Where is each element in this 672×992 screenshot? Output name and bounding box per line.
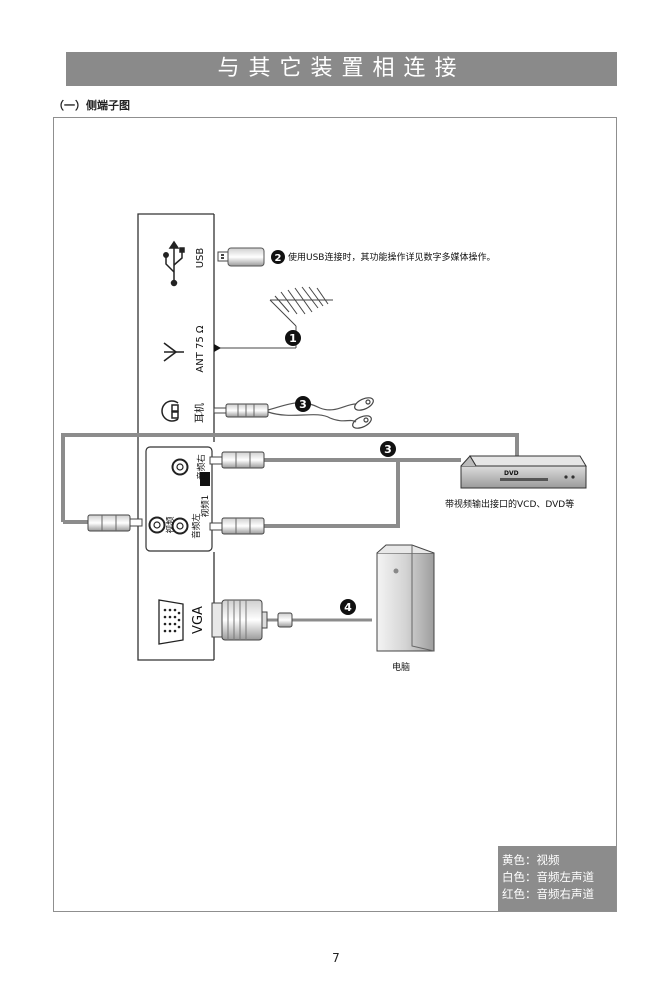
svg-text:3: 3: [299, 398, 307, 411]
callout-1: 1: [285, 330, 301, 346]
earphone-buds: [352, 397, 374, 429]
callout-3-av: 3: [380, 441, 396, 457]
dvd-player: DVD: [460, 455, 587, 489]
pc-tower: [376, 544, 435, 652]
color-legend: 黄色：视频 白色：音频左声道 红色：音频右声道: [498, 846, 616, 911]
ant-label: ANT 75 Ω: [195, 325, 206, 373]
pc-note: 电脑: [392, 661, 410, 673]
earphone-label: 耳机: [193, 403, 206, 423]
headphone-icon: [161, 400, 179, 422]
section-title: （一）侧端子图: [53, 99, 130, 112]
usb-note: 使用USB连接时，其功能操作详见数字多媒体操作。: [288, 251, 495, 263]
av-cables: [61, 433, 519, 528]
callout-2: 2: [271, 250, 285, 264]
usb-stick: [217, 247, 265, 267]
audio-right-jack: [171, 458, 189, 476]
video-label: 视频: [165, 516, 176, 534]
svg-text:4: 4: [344, 601, 352, 614]
callout-4: 4: [340, 599, 356, 615]
page-number: 7: [332, 951, 340, 965]
legend-red: 红色：音频右声道: [502, 887, 594, 901]
video-plug: [87, 514, 143, 532]
legend-white: 白色：音频左声道: [502, 870, 594, 884]
antenna: [214, 286, 333, 349]
video-jack: [148, 516, 166, 534]
earphone-plug: [213, 403, 269, 418]
page-title-banner: 与其它装置相连接: [66, 52, 617, 86]
earphone-cable: [267, 402, 357, 411]
audio-left-plug: [209, 517, 265, 535]
svg-text:1: 1: [289, 332, 297, 345]
av-jack-marker: [200, 472, 210, 486]
vga-plug: [211, 599, 293, 641]
audio-left-cable: [264, 460, 400, 528]
antenna-arrow-icon: [214, 344, 221, 352]
usb-label: USB: [195, 248, 206, 269]
video1-label: 视频1: [200, 495, 211, 517]
dvd-note: 带视频输出接口的VCD、DVD等: [445, 498, 574, 510]
dvd-logo: DVD: [504, 470, 519, 477]
legend-yellow: 黄色：视频: [502, 853, 560, 867]
svg-text:3: 3: [384, 443, 392, 456]
svg-text:2: 2: [275, 253, 282, 264]
audio-left-jack: [171, 517, 189, 535]
video-cable: [61, 433, 519, 522]
audio-right-label: 音频右: [196, 454, 207, 480]
diagram-frame: [53, 117, 617, 912]
vga-label: VGA: [191, 606, 206, 634]
page-title: 与其它装置相连接: [217, 56, 466, 81]
antenna-icon: [163, 342, 184, 362]
audio-left-label: 音频左: [191, 513, 202, 539]
callout-3-earphone: 3: [295, 396, 311, 412]
audio-right-plug: [209, 451, 265, 469]
vga-port-icon: [158, 599, 184, 645]
usb-icon: [163, 240, 185, 287]
